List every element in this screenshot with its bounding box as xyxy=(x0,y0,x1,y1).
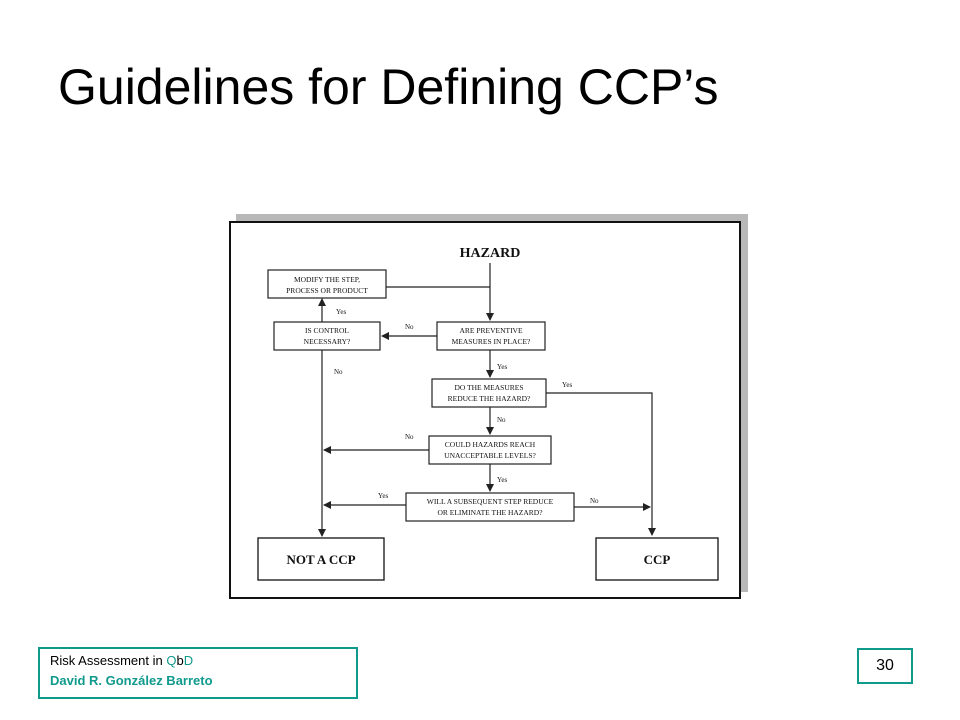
subsequent-step-text-1: WILL A SUBSEQUENT STEP REDUCE xyxy=(427,497,554,506)
modify-step-text-1: MODIFY THE STEP, xyxy=(294,275,360,284)
control-necessary-box xyxy=(273,321,381,351)
reduce-hazard-text-1: DO THE MEASURES xyxy=(454,383,523,392)
footer-qbd-q: Q xyxy=(166,653,177,668)
not-ccp-box xyxy=(257,537,385,581)
subsequent-yes-label: Yes xyxy=(378,492,388,500)
footer-course-title: Risk Assessment in QbD xyxy=(50,653,356,668)
preventive-measures-text-1: ARE PREVENTIVE xyxy=(459,326,523,335)
slide-title: Guidelines for Defining CCP’s xyxy=(58,59,719,115)
preventive-no-label: No xyxy=(405,323,414,331)
unacceptable-levels-text-2: UNACCEPTABLE LEVELS? xyxy=(444,451,536,460)
preventive-measures-text-2: MEASURES IN PLACE? xyxy=(452,337,531,346)
footer-qbd-d: D xyxy=(183,653,194,668)
reduce-no-label: No xyxy=(497,416,506,424)
reduce-yes-label: Yes xyxy=(562,381,572,389)
control-yes-label: Yes xyxy=(336,308,346,316)
levels-yes-label: Yes xyxy=(497,476,507,484)
ccp-box xyxy=(595,537,719,581)
footer-qbd-b: b xyxy=(176,653,184,668)
levels-no-label: No xyxy=(405,433,414,441)
not-ccp-label: NOT A CCP xyxy=(286,552,355,567)
subsequent-no-label: No xyxy=(590,497,599,505)
modify-step-box xyxy=(267,269,387,299)
footer-course-prefix: Risk Assessment in xyxy=(50,653,167,668)
control-no-label: No xyxy=(334,368,343,376)
reduce-hazard-text-2: REDUCE THE HAZARD? xyxy=(448,394,531,403)
control-necessary-text-1: IS CONTROL xyxy=(305,326,349,335)
reduce-yes-line xyxy=(546,392,656,536)
subsequent-step-text-2: OR ELIMINATE THE HAZARD? xyxy=(437,508,543,517)
footer-box: Risk Assessment in QbD David R. González… xyxy=(38,647,358,699)
footer-author: David R. González Barreto xyxy=(50,673,213,688)
preventive-measures-box xyxy=(436,321,546,351)
reduce-hazard-box xyxy=(431,378,547,408)
hazard-label: HAZARD xyxy=(460,246,521,261)
subsequent-step-box xyxy=(405,492,575,522)
control-necessary-text-2: NECESSARY? xyxy=(304,337,351,346)
preventive-yes-label: Yes xyxy=(497,363,507,371)
modify-step-text-2: PROCESS OR PRODUCT xyxy=(286,286,368,295)
unacceptable-levels-text-1: COULD HAZARDS REACH xyxy=(445,440,536,449)
page-number: 30 xyxy=(857,648,913,684)
ccp-label: CCP xyxy=(644,552,671,567)
